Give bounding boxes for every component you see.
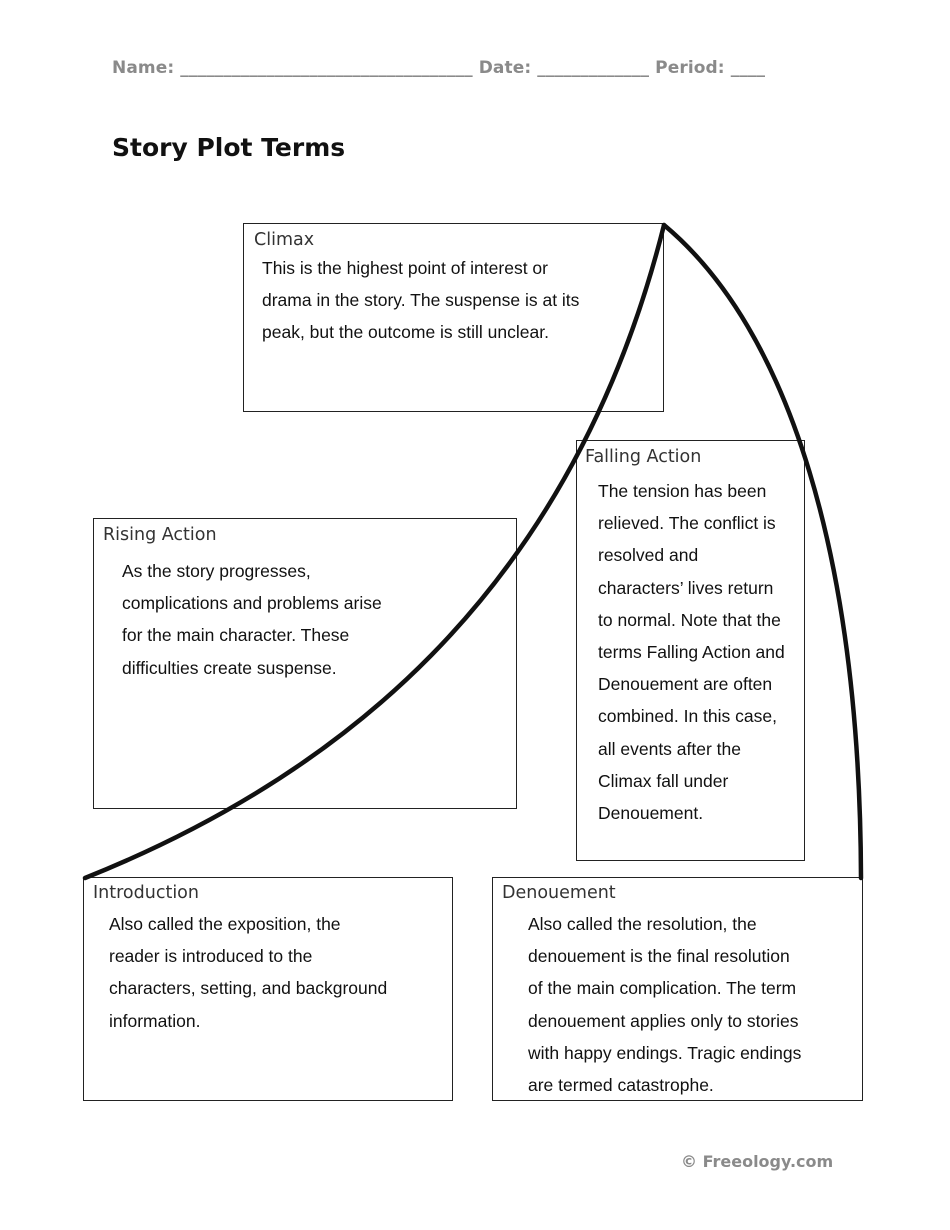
introduction-line: information. xyxy=(109,1010,201,1031)
falling-action-line: all events after the xyxy=(598,738,741,759)
denouement-line: of the main complication. The term xyxy=(528,978,797,999)
falling-action-line: resolved and xyxy=(598,545,699,566)
period-label: Period: xyxy=(655,58,725,78)
denouement-box: Denouement Also called the resolution, t… xyxy=(492,877,863,1101)
rising-action-box: Rising Action As the story progresses, c… xyxy=(93,518,517,809)
climax-label: Climax xyxy=(254,230,315,250)
falling-action-line: characters’ lives return xyxy=(598,577,774,598)
denouement-line: denouement applies only to stories xyxy=(528,1010,799,1031)
name-label: Name: xyxy=(112,58,175,78)
footer-credit: © Freeology.com xyxy=(681,1152,834,1171)
falling-action-line: to normal. Note that the xyxy=(598,609,781,630)
climax-box: Climax This is the highest point of inte… xyxy=(243,223,664,412)
rising-action-line: difficulties create suspense. xyxy=(122,657,337,678)
rising-action-label: Rising Action xyxy=(103,525,217,545)
falling-action-box: Falling Action The tension has been reli… xyxy=(576,440,805,861)
falling-action-line: relieved. The conflict is xyxy=(598,513,776,534)
introduction-text: Also called the exposition, the reader i… xyxy=(109,908,387,1037)
introduction-line: characters, setting, and background xyxy=(109,978,388,999)
rising-action-text: As the story progresses, complications a… xyxy=(122,555,382,684)
page-title: Story Plot Terms xyxy=(112,133,346,162)
falling-action-line: Climax fall under xyxy=(598,770,729,791)
header-fields: Name: __________________________________… xyxy=(112,58,765,78)
period-blank[interactable]: ____ xyxy=(730,58,766,78)
falling-action-line: Denouement. xyxy=(598,803,704,824)
denouement-line: denouement is the final resolution xyxy=(528,946,790,967)
rising-action-line: for the main character. These xyxy=(122,625,350,646)
rising-curve xyxy=(82,222,667,881)
rising-action-line: As the story progresses, xyxy=(122,561,311,581)
introduction-line: Also called the exposition, the xyxy=(109,914,341,934)
falling-action-text: The tension has been relieved. The confl… xyxy=(598,475,785,829)
denouement-label: Denouement xyxy=(502,883,616,903)
denouement-text: Also called the resolution, the denoueme… xyxy=(528,908,801,1101)
climax-line: drama in the story. The suspense is at i… xyxy=(262,290,580,311)
date-label: Date: xyxy=(478,58,532,78)
name-blank[interactable]: __________________________________ xyxy=(180,58,473,78)
rising-action-line: complications and problems arise xyxy=(122,593,382,614)
falling-curve xyxy=(661,222,864,881)
climax-line: peak, but the outcome is still unclear. xyxy=(262,322,549,343)
falling-action-line: The tension has been xyxy=(598,481,767,501)
denouement-line: Also called the resolution, the xyxy=(528,914,757,934)
falling-action-line: terms Falling Action and xyxy=(598,642,785,663)
introduction-box: Introduction Also called the exposition,… xyxy=(83,877,453,1101)
denouement-line: are termed catastrophe. xyxy=(528,1075,714,1096)
introduction-label: Introduction xyxy=(93,883,199,903)
date-blank[interactable]: _____________ xyxy=(537,58,650,78)
introduction-line: reader is introduced to the xyxy=(109,946,313,967)
falling-action-line: Denouement are often xyxy=(598,674,773,695)
falling-action-line: combined. In this case, xyxy=(598,706,777,727)
climax-text: This is the highest point of interest or… xyxy=(262,252,579,349)
denouement-line: with happy endings. Tragic endings xyxy=(528,1042,802,1063)
falling-action-label: Falling Action xyxy=(585,447,702,467)
climax-line: This is the highest point of interest or xyxy=(262,258,548,278)
